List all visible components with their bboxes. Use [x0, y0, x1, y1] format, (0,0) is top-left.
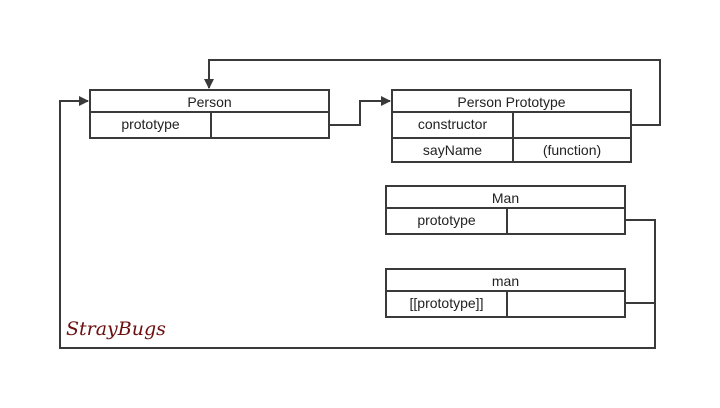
person-title: Person — [91, 91, 328, 113]
man-constructor-row-prototype: prototype — [387, 209, 624, 233]
man-instance-box: man [[prototype]] — [385, 268, 626, 318]
person-prototype-box: Person Prototype constructor sayName (fu… — [391, 89, 632, 163]
man-prototype-value — [508, 209, 624, 233]
man-internal-prototype-key: [[prototype]] — [387, 292, 508, 316]
person-prototype-key: prototype — [91, 113, 212, 137]
person-row-prototype: prototype — [91, 113, 328, 137]
constructor-key: constructor — [393, 113, 514, 137]
sayname-key: sayName — [393, 139, 514, 161]
person-prototype-title: Person Prototype — [393, 91, 630, 113]
constructor-value — [514, 113, 630, 137]
arrow-man-links-to-person — [59, 96, 656, 349]
arrow-constructor-to-person — [204, 59, 661, 126]
man-prototype-key: prototype — [387, 209, 508, 233]
sayname-value: (function) — [542, 142, 602, 158]
arrow-person-prototype-to-person-prototype-object — [329, 96, 391, 126]
person-prototype-row-sayname: sayName (function) — [393, 137, 630, 161]
person-prototype-row-constructor: constructor — [393, 113, 630, 137]
man-constructor-title: Man — [387, 187, 624, 209]
man-instance-title: man — [387, 270, 624, 292]
man-instance-row-internal-prototype: [[prototype]] — [387, 292, 624, 316]
watermark-text: StrayBugs — [66, 318, 166, 340]
person-prototype-value — [212, 113, 328, 137]
person-box: Person prototype — [89, 89, 330, 139]
man-internal-prototype-value — [508, 292, 624, 316]
man-constructor-box: Man prototype — [385, 185, 626, 235]
